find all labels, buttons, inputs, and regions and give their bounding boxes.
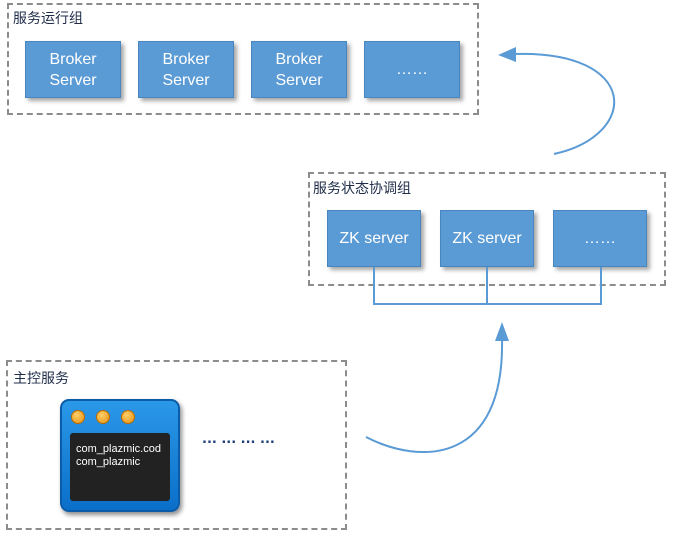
- terminal-screen: com_plazmic.cod com_plazmic: [70, 433, 170, 501]
- broker-server-node-2: Broker Server: [138, 41, 234, 98]
- zk-server-node-1: ZK server: [327, 210, 421, 267]
- terminal-window-icon: com_plazmic.cod com_plazmic: [60, 399, 180, 512]
- broker-server-node-1-line2: Server: [49, 71, 97, 89]
- zk-more-node-label: ……: [584, 230, 616, 247]
- master-group: [6, 360, 347, 530]
- master-group-title: 主控服务: [13, 371, 69, 387]
- zk-group-title: 服务状态协调组: [313, 181, 411, 197]
- zk-more-node: ……: [553, 210, 647, 267]
- broker-group: [7, 3, 479, 115]
- broker-server-node-1-line1: Broker: [49, 50, 97, 68]
- zk-server-node-2: ZK server: [440, 210, 534, 267]
- terminal-line-2: com_plazmic: [76, 456, 141, 468]
- broker-more-node: ……: [364, 41, 460, 98]
- broker-server-node-3-line2: Server: [275, 71, 323, 89]
- zk-server-node-2-label: ZK server: [452, 230, 522, 247]
- terminal-dot-1: [71, 410, 85, 424]
- terminal-dot-3: [121, 410, 135, 424]
- broker-group-title: 服务运行组: [13, 11, 83, 27]
- master-ellipsis: ... ... ... ...: [202, 432, 275, 447]
- broker-server-node-3: Broker Server: [251, 41, 347, 98]
- zk-to-broker-arrow: [513, 52, 616, 155]
- master-to-zk-arrowhead: [495, 322, 509, 341]
- broker-server-node-2-line1: Broker: [162, 50, 210, 68]
- master-to-zk-arrow: [365, 337, 504, 453]
- broker-server-node-3-line1: Broker: [275, 50, 323, 68]
- broker-more-node-label: ……: [396, 61, 428, 78]
- zk-to-broker-arrowhead: [498, 47, 516, 62]
- terminal-line-1: com_plazmic.cod: [76, 443, 161, 455]
- broker-server-node-2-line2: Server: [162, 71, 210, 89]
- zk-server-node-1-label: ZK server: [339, 230, 409, 247]
- terminal-dot-2: [96, 410, 110, 424]
- broker-server-node-1: Broker Server: [25, 41, 121, 98]
